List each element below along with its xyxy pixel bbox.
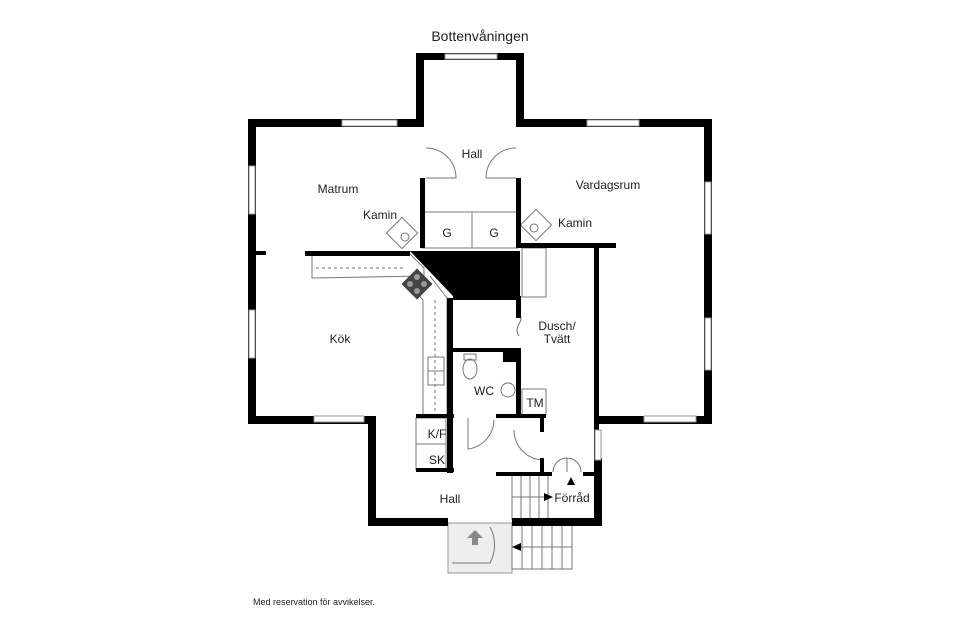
room-label-forrad: Förråd (554, 491, 589, 505)
toilet-icon (462, 358, 478, 380)
room-label-matrum: Matrum (318, 182, 359, 196)
label-wardrobe-g2: G (489, 226, 498, 240)
porch (447, 522, 513, 574)
label-tm: TM (526, 396, 543, 410)
label-wardrobe-g1: G (442, 226, 451, 240)
room-label-kok: Kök (330, 332, 352, 346)
forrad-arrow-icon (567, 477, 575, 485)
room-label-hall-bottom: Hall (440, 492, 461, 506)
entry-door-swing (452, 526, 496, 564)
room-label-vardagsrum: Vardagsrum (576, 178, 640, 192)
door-swing-wc (467, 418, 495, 450)
entry-arrow-icon (467, 530, 483, 545)
floor-title: Bottenvåningen (431, 28, 529, 44)
label-sk: SK (429, 453, 445, 467)
stair-arrow-icon (544, 493, 553, 501)
outer-stairs (511, 522, 573, 570)
shower-bench (521, 247, 547, 298)
label-kamin-right: Kamin (558, 216, 592, 230)
stair-arrow-icon (512, 543, 521, 551)
room-label-dusch: Dusch/ (538, 319, 576, 333)
walls (248, 53, 712, 526)
room-label-tvatt: Tvätt (544, 332, 571, 346)
door-swing-forrad (552, 457, 582, 473)
kamin-left (385, 216, 419, 250)
kitchen-counter-side (405, 275, 448, 416)
kitchen-counter-top (311, 253, 425, 279)
stove-icon (401, 268, 433, 300)
door-swing-dusch (513, 429, 545, 461)
basin-icon (500, 382, 516, 398)
kamin-right (519, 208, 553, 242)
windows (248, 53, 712, 461)
room-label-hall-top: Hall (462, 147, 483, 161)
label-kamin-left: Kamin (363, 208, 397, 222)
label-kf: K/F (428, 427, 447, 441)
door-swing-vardagsrum (485, 147, 517, 179)
door-swing-matrum (425, 147, 457, 179)
room-label-wc: WC (474, 384, 494, 398)
disclaimer: Med reservation för avvikelser. (253, 597, 376, 607)
